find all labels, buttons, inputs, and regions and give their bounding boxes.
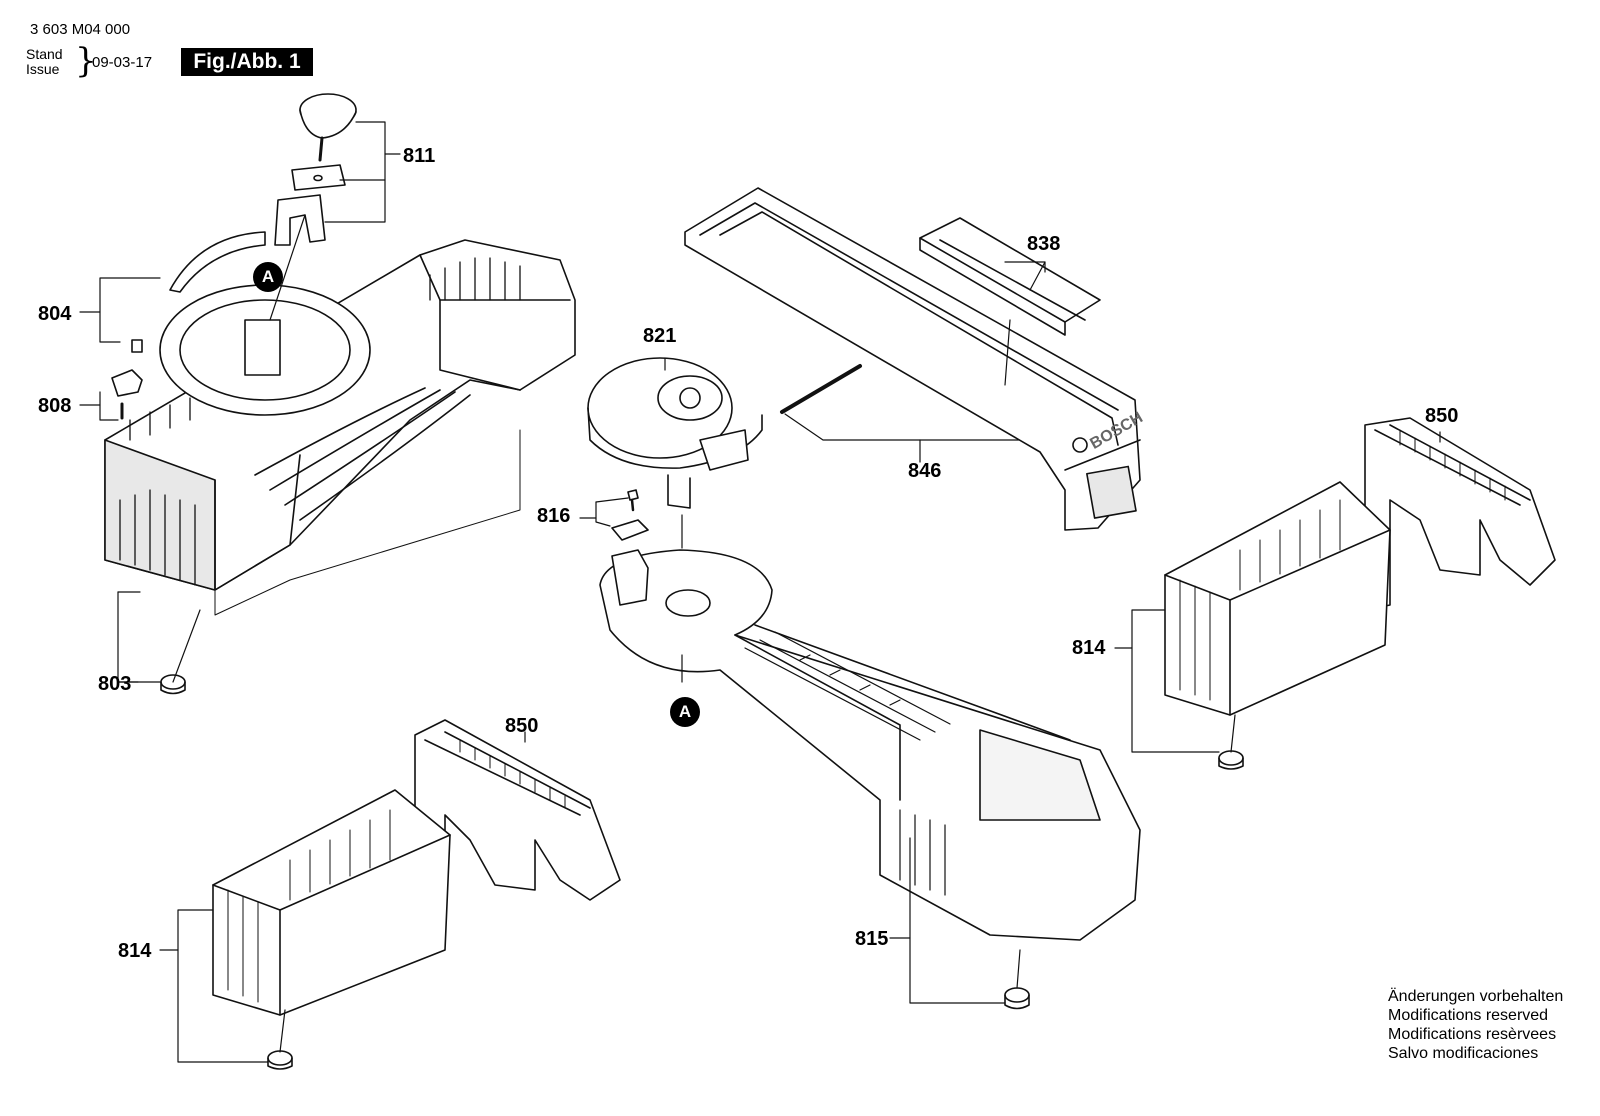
figure-title: Fig./Abb. 1 <box>181 48 313 76</box>
support-right-850 <box>1364 417 1556 611</box>
extension-rail: BOSCH <box>684 187 1146 531</box>
screw-and-clip-808 <box>111 339 143 420</box>
modification-notes: Änderungen vorbehalten Modifications res… <box>1388 987 1563 1063</box>
issue-date: 09-03-17 <box>92 54 153 71</box>
guard-part-821 <box>587 357 763 509</box>
label-846: 846 <box>908 460 942 482</box>
note-spanish: Salvo modificaciones <box>1388 1045 1539 1062</box>
label-804: 804 <box>38 303 72 325</box>
left-base-assembly <box>104 239 576 616</box>
label-816: 816 <box>537 505 571 527</box>
screw-plate-816 <box>611 489 649 541</box>
foot-right <box>1218 750 1244 770</box>
label-815: 815 <box>855 928 889 950</box>
leaders-left <box>79 121 401 683</box>
stand-label: Stand <box>26 46 63 62</box>
reference-marker-a-bottom: A <box>670 697 700 727</box>
label-838: 838 <box>1027 233 1061 255</box>
leaders-right <box>1114 431 1441 753</box>
note-english: Modifications reserved <box>1388 1007 1549 1024</box>
note-french: Modifications resèrvees <box>1388 1026 1557 1043</box>
note-german: Änderungen vorbehalten <box>1388 988 1564 1005</box>
brace-symbol: } <box>75 41 97 81</box>
foot-815 <box>1004 987 1030 1010</box>
block-left-814 <box>212 789 451 1016</box>
reference-marker-a-top: A <box>253 262 283 292</box>
arc-part-804 <box>169 231 266 293</box>
label-803: 803 <box>98 673 132 695</box>
label-821: 821 <box>643 325 677 347</box>
label-850-left: 850 <box>505 715 539 737</box>
knob-part-811 <box>269 93 357 321</box>
clip-part-838 <box>919 217 1101 336</box>
foot-803 <box>160 674 186 695</box>
label-811: 811 <box>403 145 436 167</box>
document-number: 3 603 M04 000 <box>30 21 131 38</box>
pin-846 <box>780 364 862 414</box>
middle-base <box>599 549 1141 941</box>
leaders-top-right <box>1004 261 1046 386</box>
issue-label: Issue <box>26 61 60 77</box>
leaders-bottom-left <box>159 731 526 1063</box>
foot-left <box>267 1050 293 1070</box>
label-814-right: 814 <box>1072 637 1106 659</box>
block-right-814 <box>1164 481 1391 716</box>
stand-issue-label: Stand Issue <box>26 47 63 77</box>
label-814-left: 814 <box>118 940 152 962</box>
label-850-right: 850 <box>1425 405 1459 427</box>
label-808: 808 <box>38 395 72 417</box>
